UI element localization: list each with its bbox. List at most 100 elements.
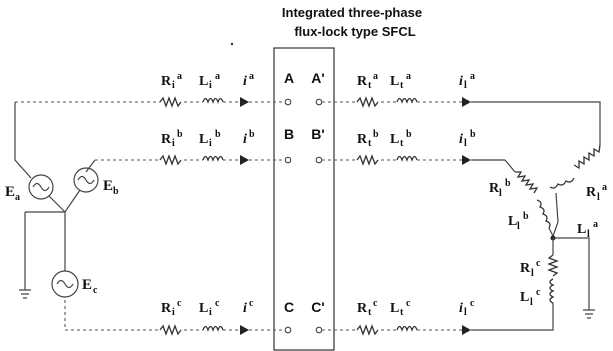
svg-text:R: R xyxy=(520,261,531,276)
svg-text:a: a xyxy=(15,192,20,203)
port-a-label: A xyxy=(284,70,294,86)
svg-text:L: L xyxy=(390,74,399,89)
svg-text:E: E xyxy=(5,184,15,200)
inductor-ll-c xyxy=(549,278,555,304)
svg-text:c: c xyxy=(93,285,98,296)
terminal-a-prime xyxy=(315,98,323,106)
svg-text:b: b xyxy=(249,129,255,140)
svg-text:a: a xyxy=(470,71,475,82)
svg-text:b: b xyxy=(406,129,412,140)
resistor-rt-a xyxy=(356,96,379,108)
svg-text:i: i xyxy=(243,74,247,89)
svg-text:i: i xyxy=(459,301,463,316)
source-a-lead xyxy=(14,102,32,179)
resistor-rl-b xyxy=(515,171,539,194)
svg-text:R: R xyxy=(161,132,172,147)
svg-text:l: l xyxy=(464,307,467,318)
terminal-a xyxy=(284,98,292,106)
port-b-prime-label: B' xyxy=(311,126,324,142)
current-arrow-b xyxy=(240,155,249,165)
svg-text:l: l xyxy=(597,192,600,203)
current-arrow-lc xyxy=(462,325,471,335)
port-b-label: B xyxy=(284,126,294,142)
svg-text:b: b xyxy=(113,186,119,197)
svg-text:i: i xyxy=(459,74,463,89)
resistor-ri-c xyxy=(159,324,182,336)
line-c-wire-left xyxy=(64,300,160,331)
svg-text:b: b xyxy=(373,129,379,140)
stray-dot xyxy=(230,42,234,46)
svg-text:i: i xyxy=(209,307,212,318)
svg-text:b: b xyxy=(470,129,476,140)
svg-text:t: t xyxy=(368,307,372,318)
svg-text:t: t xyxy=(368,138,372,149)
svg-text:R: R xyxy=(357,74,368,89)
svg-text:L: L xyxy=(199,132,208,147)
inductor-lt-c xyxy=(396,325,418,332)
svg-text:L: L xyxy=(520,290,529,305)
port-c-label: C xyxy=(284,299,294,315)
svg-text:L: L xyxy=(199,301,208,316)
svg-text:i: i xyxy=(172,138,175,149)
svg-text:t: t xyxy=(400,80,404,91)
svg-text:a: a xyxy=(373,71,378,82)
load-b-wire xyxy=(548,227,554,237)
svg-text:a: a xyxy=(406,71,411,82)
svg-text:R: R xyxy=(586,185,597,200)
svg-text:l: l xyxy=(499,188,502,199)
current-arrow-c xyxy=(240,325,249,335)
terminal-c xyxy=(284,326,292,334)
current-arrow-a xyxy=(240,97,249,107)
diagram-title-line2: flux-lock type SFCL xyxy=(294,24,415,39)
svg-text:R: R xyxy=(489,181,500,196)
inductor-li-b xyxy=(202,155,224,162)
svg-text:b: b xyxy=(177,129,183,140)
svg-text:c: c xyxy=(536,258,541,269)
svg-text:c: c xyxy=(249,298,254,309)
resistor-rt-c xyxy=(356,324,379,336)
svg-text:i: i xyxy=(243,301,247,316)
port-a-prime-label: A' xyxy=(311,70,324,86)
svg-text:i: i xyxy=(209,80,212,91)
svg-text:t: t xyxy=(400,138,404,149)
inductor-li-c xyxy=(202,325,224,332)
load-a-wire xyxy=(552,192,559,237)
source-b-lead xyxy=(85,159,96,173)
svg-text:b: b xyxy=(505,178,511,189)
inductor-lt-a xyxy=(396,97,418,104)
svg-text:t: t xyxy=(368,80,372,91)
svg-text:i: i xyxy=(459,132,463,147)
svg-text:i: i xyxy=(209,138,212,149)
svg-text:c: c xyxy=(373,298,378,309)
svg-text:l: l xyxy=(587,229,590,240)
resistor-ri-a xyxy=(159,96,182,108)
svg-text:R: R xyxy=(161,74,172,89)
svg-text:a: a xyxy=(215,71,220,82)
svg-text:i: i xyxy=(172,80,175,91)
ground-icon-right xyxy=(583,309,595,319)
sine-icon xyxy=(32,182,50,192)
diagram-title-line1: Integrated three-phase xyxy=(282,5,422,20)
current-arrow-la xyxy=(462,97,471,107)
terminal-b-prime xyxy=(315,156,323,164)
source-ea-symbol xyxy=(28,174,54,200)
svg-text:t: t xyxy=(400,307,404,318)
svg-text:b: b xyxy=(523,211,529,222)
source-eb-symbol xyxy=(73,167,99,193)
line-c-wire-to-load xyxy=(471,308,554,331)
